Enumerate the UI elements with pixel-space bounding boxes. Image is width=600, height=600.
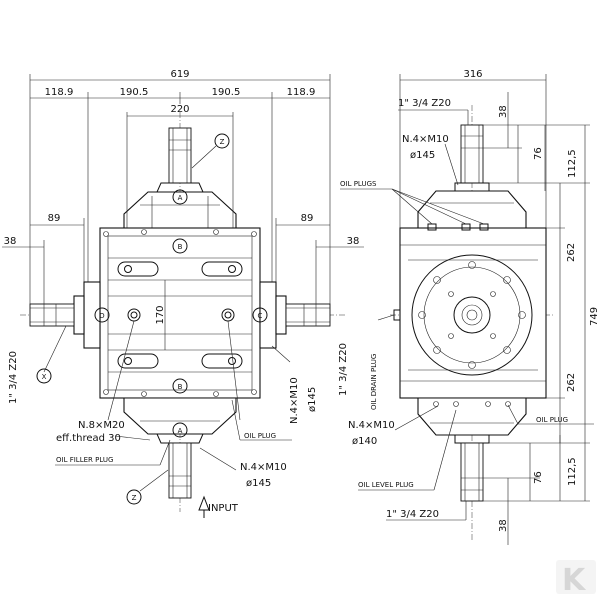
label-oil-filler-plug: OIL FILLER PLUG [56, 456, 113, 464]
label-nut-right: N.4×M10 [289, 377, 300, 424]
front-left-shaft [29, 303, 75, 327]
callout-z-top [214, 133, 230, 149]
front-bottom-shaft [156, 433, 204, 499]
side-upper-cover [417, 190, 527, 229]
front-left-flange [83, 281, 101, 349]
mark-a-bottom [172, 422, 188, 438]
side-view: 316 1" 3/4 Z20 38 76 112,5 N.4×M10 ø145 … [340, 69, 600, 545]
dim-h-262-top: 262 [566, 243, 577, 262]
front-slot-bottom-left [117, 353, 159, 369]
front-view: A B B A D C 619 118.9 190.5 190.5 118.9 … [2, 69, 364, 518]
dim-top-38: 38 [498, 105, 509, 118]
mark-b-top-label: B [178, 243, 183, 251]
side-lower-cover [417, 397, 527, 436]
front-right-shaft [285, 303, 331, 327]
dim-left-offset: 118.9 [45, 87, 74, 98]
mark-b-bottom-label: B [178, 383, 183, 391]
dim-half-right: 190.5 [212, 87, 241, 98]
label-dia-bottom: ø145 [246, 478, 271, 489]
label-filler-thread: N.8×M20 [78, 420, 125, 431]
dim-right-offset: 118.9 [287, 87, 316, 98]
dim-top-76: 76 [533, 147, 544, 160]
mark-d-label: D [99, 312, 104, 320]
front-lower-cover [123, 397, 237, 435]
callout-z-top-label: Z [220, 138, 225, 146]
label-nut-bottom: N.4×M10 [240, 462, 287, 473]
front-slot-bottom-right [201, 353, 243, 369]
label-eff-thread: eff.thread 30 [56, 433, 121, 444]
mark-c-label: C [258, 312, 263, 320]
label-nut-top-side: N.4×M10 [402, 134, 449, 145]
label-dia-right: ø145 [307, 387, 318, 412]
dim-bot-112: 112,5 [567, 457, 578, 486]
label-oil-plug-front: OIL PLUG [244, 432, 276, 440]
label-spline-bottom-side: 1" 3/4 Z20 [386, 509, 439, 520]
dim-total-width: 619 [170, 69, 189, 80]
mark-a-top [172, 189, 188, 205]
callout-x-label: X [42, 373, 47, 381]
callout-z-bottom [126, 489, 142, 505]
label-spline-left: 1" 3/4 Z20 [8, 351, 19, 404]
label-oil-level-plug: OIL LEVEL PLUG [358, 481, 414, 489]
dim-shaft-stub-left: 38 [4, 236, 17, 247]
dim-center-span: 220 [170, 104, 189, 115]
dim-mid-height: 170 [155, 305, 166, 324]
side-flange-hub [453, 296, 491, 334]
dim-shaft-len-right: 89 [301, 213, 314, 224]
front-slot-top-left [117, 261, 159, 277]
mark-d [94, 307, 110, 323]
label-spline-right: 1" 3/4 Z20 [338, 343, 349, 396]
mark-a-top-label: A [178, 194, 183, 202]
front-top-shaft [156, 127, 204, 193]
dim-half-left: 190.5 [120, 87, 149, 98]
dim-h-262-bottom: 262 [566, 373, 577, 392]
callout-z-bottom-label: Z [132, 494, 137, 502]
callout-x [36, 368, 52, 384]
dim-bot-76: 76 [533, 471, 544, 484]
label-oil-drain-plug: OIL DRAIN PLUG [370, 354, 378, 410]
dim-top-112: 112,5 [567, 149, 578, 178]
dim-shaft-stub-right: 38 [347, 236, 360, 247]
dim-shaft-len-left: 89 [48, 213, 61, 224]
label-spline-top-side: 1" 3/4 Z20 [398, 98, 451, 109]
dim-side-width: 316 [463, 69, 482, 80]
side-top-shaft [454, 124, 490, 192]
label-dia-top-side: ø145 [410, 150, 435, 161]
label-nut-side-bottom: N.4×M10 [348, 420, 395, 431]
side-gearbox-body [399, 227, 547, 399]
label-input: INPUT [208, 503, 239, 514]
dim-h-749: 749 [589, 307, 600, 326]
front-slot-top-right [201, 261, 243, 277]
mark-b-bottom [172, 378, 188, 394]
mark-b-top [172, 238, 188, 254]
side-bottom-shaft [454, 434, 490, 502]
mark-c [252, 307, 268, 323]
dim-bot-38: 38 [498, 519, 509, 532]
side-flange-outer [411, 254, 533, 376]
brand-logo: K [556, 560, 596, 598]
label-oil-plugs: OIL PLUGS [340, 180, 377, 188]
mark-a-bottom-label: A [178, 427, 183, 435]
brand-logo-letter: K [562, 563, 587, 598]
label-oil-plug-side: OIL PLUG [536, 416, 568, 424]
label-dia-side-bottom: ø140 [352, 436, 377, 447]
